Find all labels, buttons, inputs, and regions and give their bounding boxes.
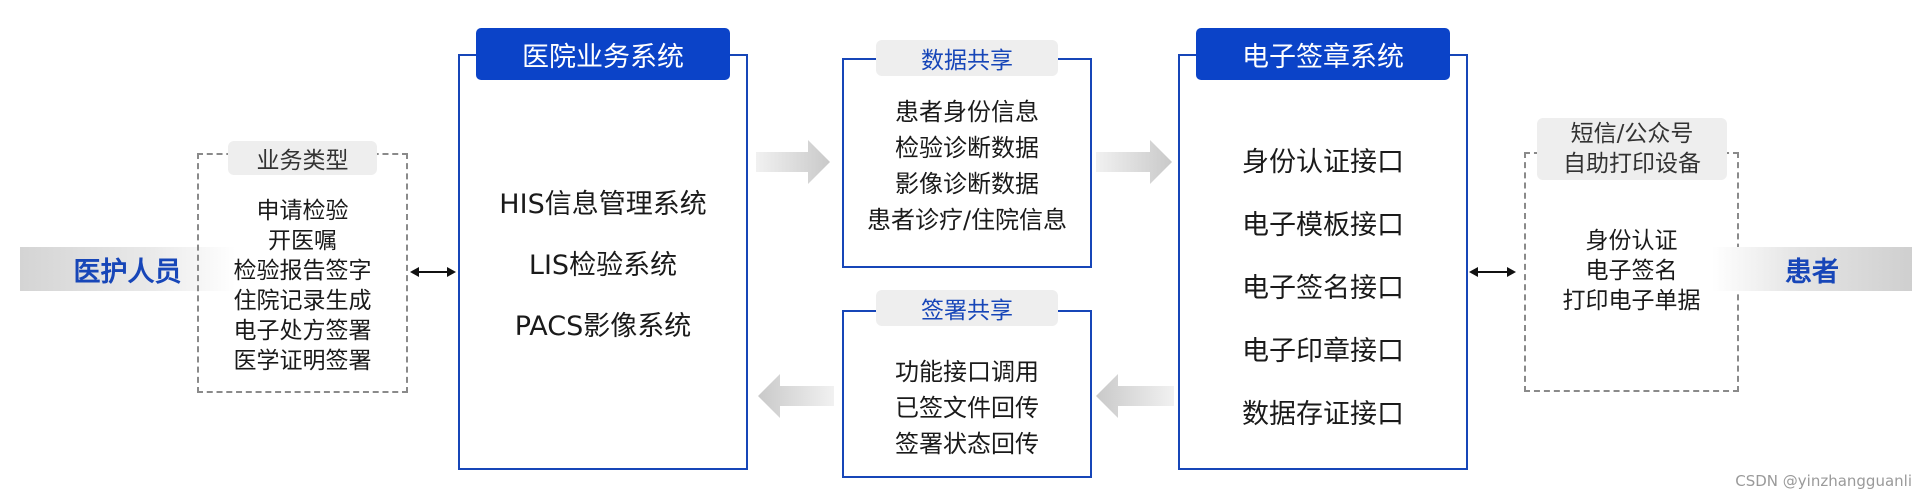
list-item: 电子处方签署 — [233, 318, 372, 344]
list-item: 功能接口调用 — [895, 358, 1039, 386]
hospital-system-list: HIS信息管理系统 LIS检验系统 PACS影像系统 — [458, 182, 748, 343]
list-item: HIS信息管理系统 — [499, 189, 707, 220]
medical-staff-label: 医护人员 — [73, 256, 182, 288]
esign-system-title-text: 电子签章系统 — [1242, 41, 1404, 73]
esign-to-patient-double-arrow — [1469, 267, 1516, 277]
list-item: 检验报告签字 — [233, 258, 372, 284]
data-sharing-title-text: 数据共享 — [921, 48, 1013, 74]
list-item: 住院记录生成 — [233, 288, 372, 314]
staff-to-his-double-arrow — [410, 267, 456, 277]
esign-system-list: 身份认证接口 电子模板接口 电子签名接口 电子印章接口 数据存证接口 — [1178, 140, 1468, 431]
list-item: 医学证明签署 — [233, 348, 372, 374]
medical-staff-actor: 医护人员 — [20, 247, 235, 291]
list-item: LIS检验系统 — [528, 250, 678, 281]
list-item: 开医嘱 — [268, 228, 337, 254]
flow-arrow-left-2 — [1096, 374, 1174, 418]
signature-sharing-list: 功能接口调用 已签文件回传 签署状态回传 — [842, 354, 1092, 462]
data-sharing-list: 患者身份信息 检验诊断数据 影像诊断数据 患者诊疗/住院信息 — [842, 94, 1092, 238]
patient-channel-title-line2: 自助打印设备 — [1563, 151, 1701, 177]
list-item: PACS影像系统 — [514, 311, 692, 342]
flow-arrow-right-2 — [1096, 140, 1172, 184]
esign-system-title: 电子签章系统 — [1196, 28, 1450, 80]
patient-channel-list: 身份认证 电子签名 打印电子单据 — [1524, 226, 1739, 316]
list-item: 打印电子单据 — [1562, 288, 1701, 314]
patient-channel-title-line1: 短信/公众号 — [1570, 121, 1694, 147]
list-item: 已签文件回传 — [895, 394, 1039, 422]
list-item: 身份认证 — [1585, 228, 1678, 254]
patient-label: 患者 — [1785, 256, 1839, 288]
hospital-system-title-text: 医院业务系统 — [522, 41, 684, 73]
watermark: CSDN @yinzhangguanli — [1735, 472, 1912, 490]
list-item: 电子签名 — [1585, 258, 1678, 284]
flow-arrow-left-1 — [758, 374, 834, 418]
signature-sharing-title-text: 签署共享 — [921, 298, 1013, 324]
list-item: 患者诊疗/住院信息 — [866, 206, 1068, 234]
esign-system-box — [1178, 54, 1468, 470]
list-item: 电子签名接口 — [1242, 273, 1404, 304]
patient-actor: 患者 — [1712, 247, 1912, 291]
signature-sharing-title: 签署共享 — [876, 290, 1058, 326]
list-item: 检验诊断数据 — [895, 134, 1039, 162]
flow-arrow-right-1 — [756, 140, 830, 184]
list-item: 影像诊断数据 — [895, 170, 1039, 198]
business-types-list: 申请检验 开医嘱 检验报告签字 住院记录生成 电子处方签署 医学证明签署 — [197, 196, 408, 376]
data-sharing-title: 数据共享 — [876, 40, 1058, 76]
hospital-system-title: 医院业务系统 — [476, 28, 730, 80]
list-item: 申请检验 — [256, 198, 349, 224]
business-types-title: 业务类型 — [228, 141, 377, 175]
list-item: 患者身份信息 — [895, 98, 1039, 126]
list-item: 电子印章接口 — [1242, 336, 1404, 367]
list-item: 电子模板接口 — [1242, 210, 1404, 241]
list-item: 身份认证接口 — [1242, 147, 1404, 178]
hospital-system-box — [458, 54, 748, 470]
list-item: 数据存证接口 — [1242, 399, 1404, 430]
patient-channel-title: 短信/公众号 自助打印设备 — [1537, 118, 1727, 180]
signature-sharing-box — [842, 310, 1092, 478]
list-item: 签署状态回传 — [895, 430, 1039, 458]
business-types-title-text: 业务类型 — [256, 148, 349, 174]
